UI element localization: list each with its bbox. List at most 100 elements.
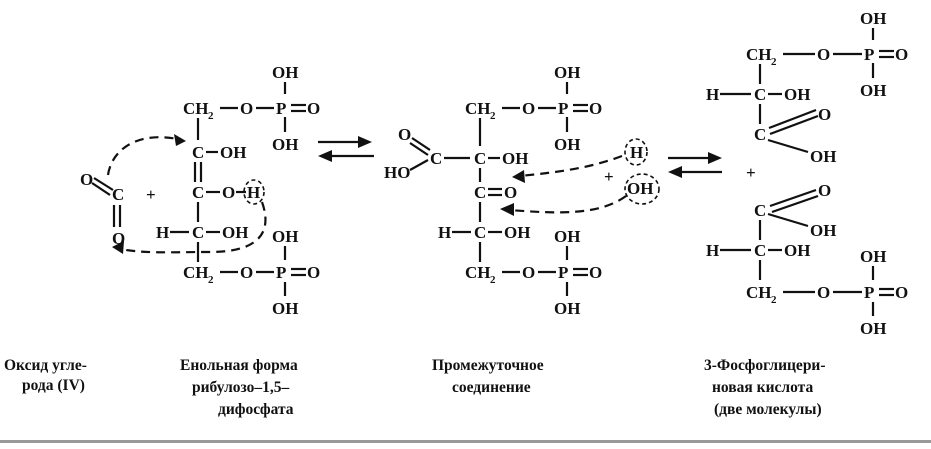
- bond: [771, 194, 819, 214]
- intermediate-molecule: OH CH 2 O P O OH O HO C C OH C O H C OH: [384, 63, 602, 318]
- rubp-enol-hydrogen-highlight: [243, 179, 265, 205]
- int-phosphate-top-oh-lower: OH: [554, 135, 580, 154]
- int-c2-hydroxyl: OH: [502, 149, 528, 168]
- pga2-phosphorus: P: [864, 283, 874, 302]
- pga1-carboxyl-oxo: O: [818, 105, 831, 124]
- int-bottom-bridge-oxygen: O: [522, 263, 535, 282]
- caption-intermediate-line-2: соединение: [452, 379, 531, 396]
- caption-pga-line-3: (две молекулы): [714, 401, 822, 418]
- pga1-carboxyl-carbon: C: [754, 125, 766, 144]
- pga2-carboxyl-hydroxyl: OH: [810, 221, 836, 240]
- co2-double-bond-top-a: [93, 177, 114, 191]
- int-c3-keto-oxygen: O: [504, 183, 517, 202]
- bond: [769, 188, 817, 208]
- arrow-hydrogen-to-keto: [519, 154, 623, 178]
- rubp-ch2-top: CH: [183, 99, 209, 118]
- rubp-c2-hydroxyl: OH: [220, 143, 246, 162]
- water-hydroxyl: OH: [627, 179, 653, 198]
- rubp-phosphate-top-oh-lower: OH: [272, 135, 298, 154]
- caption-co2-line-1: Оксид угле-: [4, 357, 87, 374]
- int-c4-hydrogen: H: [438, 223, 451, 242]
- arrow-co2-to-c2: [106, 136, 183, 176]
- bond: [409, 142, 429, 156]
- rubp-c3: C: [192, 183, 204, 202]
- caption-rubp-enol: Енольная форма рибулозо–1,5– дифосфата: [180, 357, 298, 418]
- pga1-hydroxyl: OH: [784, 85, 810, 104]
- rubp-bottom-phosphate-oxo: O: [307, 263, 320, 282]
- plus-sign-reactants: +: [146, 185, 156, 204]
- plus-sign-products: +: [746, 163, 756, 182]
- rubp-enol-hydrogen: H: [247, 183, 260, 202]
- bond: [769, 114, 819, 136]
- arrow-hydrogen-to-keto-head: [512, 170, 525, 183]
- water-hydroxyl-highlight: [624, 173, 660, 205]
- int-c3: C: [474, 183, 486, 202]
- int-phosphate-bottom-oh-upper: OH: [554, 227, 580, 246]
- int-c4-hydroxyl: OH: [504, 223, 530, 242]
- int-carboxyl-carbon: C: [430, 149, 442, 168]
- rubp-enol-molecule: OH CH 2 O P O OH C OH C O H H C OH CH 2: [106, 63, 320, 318]
- rubp-c4-hydrogen: H: [156, 223, 169, 242]
- caption-co2-line-2: рода (IV): [22, 377, 85, 394]
- caption-pga-line-2: новая кислота: [712, 379, 813, 396]
- rubp-top-phosphorus: P: [276, 99, 286, 118]
- int-phosphate-top-oh-upper: OH: [554, 63, 580, 82]
- co2-double-bond-top-b: [91, 182, 111, 196]
- rubp-c2: C: [192, 143, 204, 162]
- pga2-carboxyl-oxo: O: [818, 181, 831, 200]
- pga1-ch2-subscript: 2: [771, 56, 777, 68]
- bond: [767, 138, 809, 154]
- forward-arrow-head: [358, 136, 372, 148]
- int-top-bridge-oxygen: O: [522, 99, 535, 118]
- caption-pga-line-1: 3-Фосфоглицери-: [704, 357, 826, 374]
- rubp-phosphate-bottom-oh-lower: OH: [272, 299, 298, 318]
- rubp-c4-hydroxyl: OH: [222, 223, 248, 242]
- co2-oxygen-top: O: [80, 170, 93, 189]
- equilibrium-arrows-1: [318, 136, 374, 162]
- rubp-c3-oxygen: O: [222, 183, 235, 202]
- water-molecule: H + OH: [500, 138, 660, 216]
- pga2-bridge-oxygen: O: [817, 283, 830, 302]
- caption-co2: Оксид угле- рода (IV): [4, 357, 87, 394]
- caption-rubp-line-1: Енольная форма: [180, 357, 298, 374]
- pga2-ch2-subscript: 2: [771, 294, 777, 306]
- carbon-dioxide-molecule: O C O: [80, 170, 125, 248]
- int-c4: C: [474, 223, 486, 242]
- rubp-phosphate-bottom-oh-upper: OH: [272, 227, 298, 246]
- rubp-top-bridge-oxygen: O: [240, 99, 253, 118]
- bottom-divider: [0, 440, 931, 443]
- rubp-c4: C: [192, 223, 204, 242]
- bond: [768, 108, 817, 130]
- pga2-phosphate-oh-upper: OH: [860, 247, 886, 266]
- pga1-bridge-oxygen: O: [817, 45, 830, 64]
- int-phosphate-bottom-oh-lower: OH: [554, 299, 580, 318]
- pga1-phosphate-oxo: O: [895, 45, 908, 64]
- arrow-hydroxyl-to-c3: [509, 195, 627, 214]
- pga2-hydrogen: H: [706, 241, 719, 260]
- arrow-hydrogen-to-co2-oxygen-head: [112, 241, 124, 254]
- int-c2: C: [474, 149, 486, 168]
- arrow-co2-to-c2-head: [174, 134, 186, 146]
- int-carboxyl-oxygen: O: [398, 125, 411, 144]
- rubp-top-phosphate-oxo: O: [307, 99, 320, 118]
- pga1-carboxyl-hydroxyl: OH: [810, 147, 836, 166]
- caption-pga: 3-Фосфоглицери- новая кислота (две молек…: [704, 357, 826, 418]
- int-top-phosphate-oxo: O: [589, 99, 602, 118]
- bond: [409, 159, 429, 171]
- arrow-hydrogen-to-co2-oxygen: [115, 201, 267, 254]
- rubp-ch2-bottom: CH: [183, 263, 209, 282]
- bond: [411, 137, 431, 151]
- bond: [767, 212, 809, 228]
- pga1-phosphate-oh-upper: OH: [860, 9, 886, 28]
- caption-intermediate: Промежуточное соединение: [432, 357, 544, 396]
- int-top-phosphorus: P: [558, 99, 568, 118]
- rubp-bottom-bridge-oxygen: O: [240, 263, 253, 282]
- rubp-bottom-phosphorus: P: [276, 263, 286, 282]
- pga-molecule-1: OH CH 2 O P O OH H C OH C O OH: [706, 9, 908, 166]
- int-ch2-top-subscript: 2: [490, 110, 496, 122]
- water-hydrogen-highlight: [624, 138, 648, 166]
- pga2-carboxyl-carbon: C: [754, 201, 766, 220]
- pga1-phosphate-oh-lower: OH: [860, 81, 886, 100]
- water-plus-sign: +: [604, 167, 614, 186]
